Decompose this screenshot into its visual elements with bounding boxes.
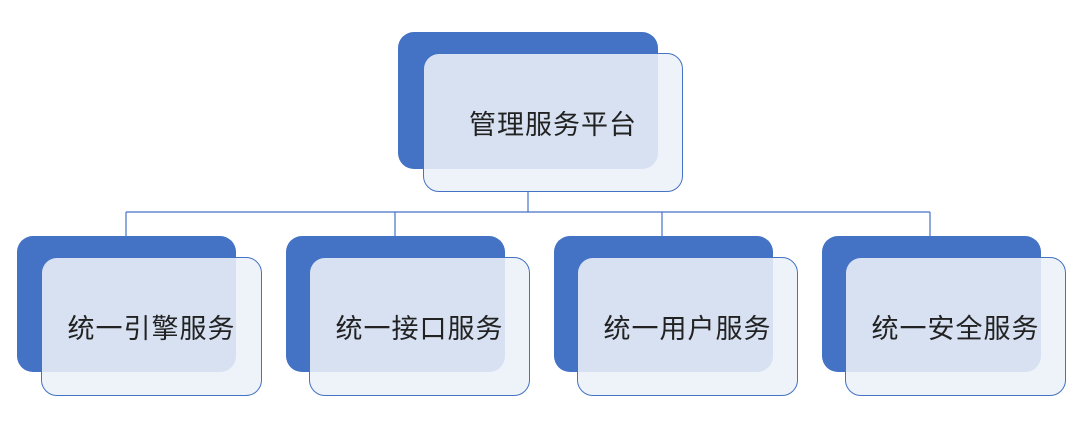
child-node-user-label: 统一用户服务	[603, 314, 772, 345]
child-node-user: 统一用户服务	[554, 236, 800, 398]
child-node-engine: 统一引擎服务	[17, 236, 263, 398]
child-node-security-card: 统一安全服务	[845, 257, 1066, 396]
root-node-label: 管理服务平台	[469, 110, 637, 141]
child-node-user-card: 统一用户服务	[577, 257, 798, 396]
child-node-security-label: 统一安全服务	[871, 314, 1040, 345]
child-node-interface-card: 统一接口服务	[309, 257, 530, 396]
child-node-engine-card: 统一引擎服务	[41, 257, 262, 396]
child-node-interface-label: 统一接口服务	[335, 314, 504, 345]
child-node-security: 统一安全服务	[822, 236, 1068, 398]
root-node: 管理服务平台	[398, 32, 684, 194]
root-node-card: 管理服务平台	[423, 53, 683, 192]
child-node-engine-label: 统一引擎服务	[67, 314, 236, 345]
child-node-interface: 统一接口服务	[286, 236, 532, 398]
